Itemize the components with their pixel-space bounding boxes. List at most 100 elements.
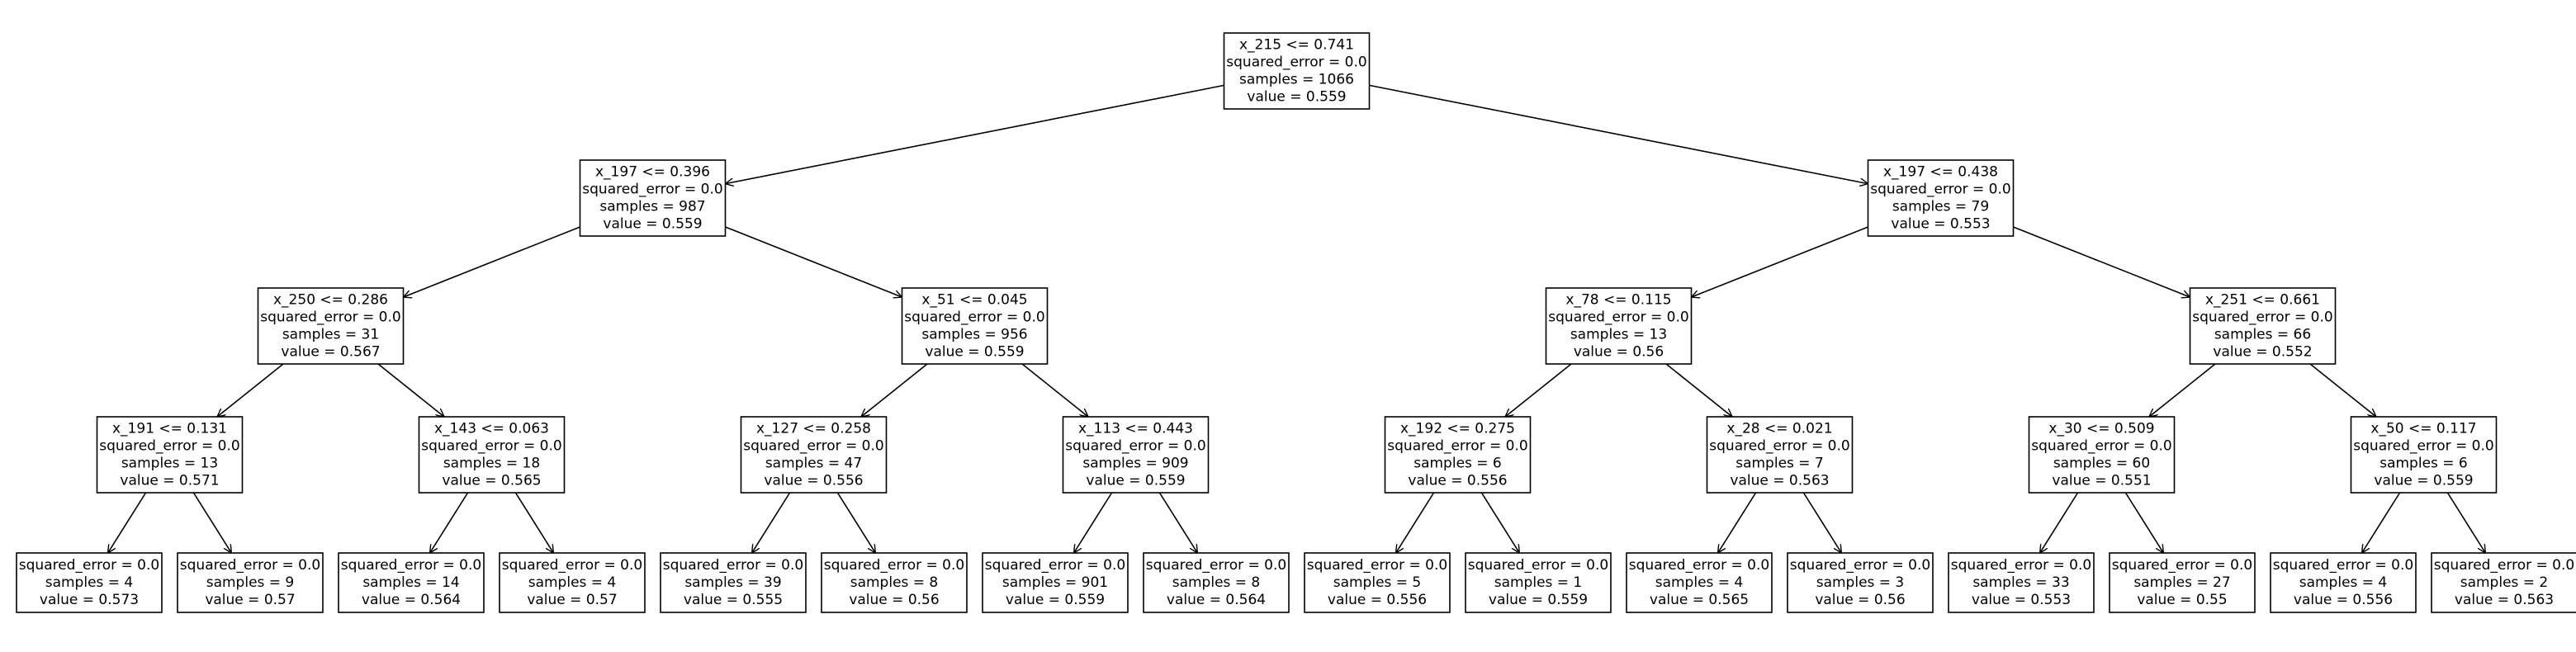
node-text-line: value = 0.565: [442, 473, 541, 489]
node-text-line: value = 0.564: [362, 592, 461, 608]
node-text-line: samples = 6: [1413, 456, 1502, 472]
node-text-line: squared_error = 0.0: [2031, 438, 2171, 455]
node-text-line: x_127 <= 0.258: [756, 421, 871, 437]
node-text-line: samples = 66: [2214, 327, 2311, 343]
node-text-line: samples = 8: [1172, 574, 1261, 591]
tree-edge-arrow: [1158, 492, 1197, 553]
node-text-line: squared_error = 0.0: [985, 557, 1125, 574]
node-text-line: value = 0.559: [1247, 89, 1346, 106]
node-text-line: x_50 <= 0.117: [2370, 421, 2476, 437]
node-box: [499, 552, 646, 613]
node-box: [1062, 416, 1210, 494]
node-box: [821, 552, 968, 613]
node-text-line: squared_error = 0.0: [180, 557, 320, 574]
node-box: [660, 552, 807, 613]
node-text-line: value = 0.56: [849, 592, 939, 608]
tree-edge-arrow: [752, 492, 791, 553]
node-text-line: samples = 9: [206, 574, 295, 591]
tree-edge-arrow: [1505, 363, 1572, 417]
node-text-line: x_30 <= 0.509: [2048, 421, 2154, 437]
node-text-line: x_191 <= 0.131: [112, 421, 227, 437]
node-text-line: x_28 <= 0.021: [1726, 421, 1832, 437]
node-text-line: squared_error = 0.0: [19, 557, 159, 574]
node-text-line: squared_error = 0.0: [1387, 438, 1527, 455]
tree-edge-arrow: [2362, 492, 2401, 553]
node-text-line: samples = 79: [1892, 199, 1989, 215]
node-text-line: squared_error = 0.0: [582, 182, 722, 198]
node-text-line: samples = 39: [684, 574, 781, 591]
node-text-line: value = 0.556: [1408, 473, 1507, 489]
tree-edge-arrow: [514, 492, 553, 553]
node-text-line: x_51 <= 0.045: [921, 292, 1027, 309]
node-text-line: value = 0.55: [2137, 592, 2227, 608]
node-box: [1304, 552, 1451, 613]
node-box: [740, 416, 888, 494]
node-text-line: squared_error = 0.0: [1065, 438, 1205, 455]
node-text-line: value = 0.565: [1650, 592, 1749, 608]
node-text-line: value = 0.556: [2294, 592, 2393, 608]
tree-edge-arrow: [2040, 492, 2079, 553]
node-text-line: squared_error = 0.0: [502, 557, 642, 574]
node-text-line: squared_error = 0.0: [904, 309, 1044, 326]
node-box: [2109, 552, 2256, 613]
node-text-line: samples = 4: [45, 574, 134, 591]
node-text-line: value = 0.571: [120, 473, 219, 489]
node-box: [177, 552, 324, 613]
node-text-line: x_78 <= 0.115: [1565, 292, 1671, 309]
node-box: [96, 416, 244, 494]
tree-edge-arrow: [404, 226, 580, 297]
node-text-line: value = 0.573: [40, 592, 139, 608]
node-text-line: value = 0.56: [1815, 592, 1905, 608]
node-box: [2350, 416, 2498, 494]
node-text-line: squared_error = 0.0: [1226, 54, 1366, 71]
node-box: [1223, 32, 1371, 110]
node-box: [1384, 416, 1532, 494]
node-box: [2270, 552, 2417, 613]
tree-edge-arrow: [1396, 492, 1435, 553]
tree-edge-arrow: [430, 492, 469, 553]
tree-edge-arrow: [861, 363, 928, 417]
node-text-line: squared_error = 0.0: [2353, 438, 2493, 455]
node-text-line: samples = 2: [2460, 574, 2549, 591]
node-text-line: squared_error = 0.0: [99, 438, 239, 455]
node-text-line: x_197 <= 0.396: [595, 164, 710, 181]
node-box: [2431, 552, 2576, 613]
tree-edge-arrow: [192, 492, 231, 553]
node-box: [982, 552, 1129, 613]
node-text-line: value = 0.563: [1730, 473, 1829, 489]
node-text-line: x_215 <= 0.741: [1239, 37, 1354, 54]
node-text-line: squared_error = 0.0: [2112, 557, 2252, 574]
node-text-line: samples = 4: [528, 574, 617, 591]
node-text-line: samples = 13: [121, 456, 218, 472]
node-box: [1143, 552, 1290, 613]
node-text-line: squared_error = 0.0: [1629, 557, 1769, 574]
node-text-line: samples = 33: [1972, 574, 2069, 591]
node-text-line: squared_error = 0.0: [1146, 557, 1286, 574]
node-box: [2189, 287, 2337, 365]
node-text-line: samples = 18: [443, 456, 540, 472]
node-text-line: samples = 5: [1333, 574, 1422, 591]
node-text-line: squared_error = 0.0: [1468, 557, 1608, 574]
node-text-line: samples = 4: [1655, 574, 1744, 591]
node-text-line: x_251 <= 0.661: [2205, 292, 2320, 309]
tree-edge-arrow: [2149, 363, 2216, 417]
node-box: [1948, 552, 2095, 613]
node-text-line: squared_error = 0.0: [1870, 182, 2010, 198]
